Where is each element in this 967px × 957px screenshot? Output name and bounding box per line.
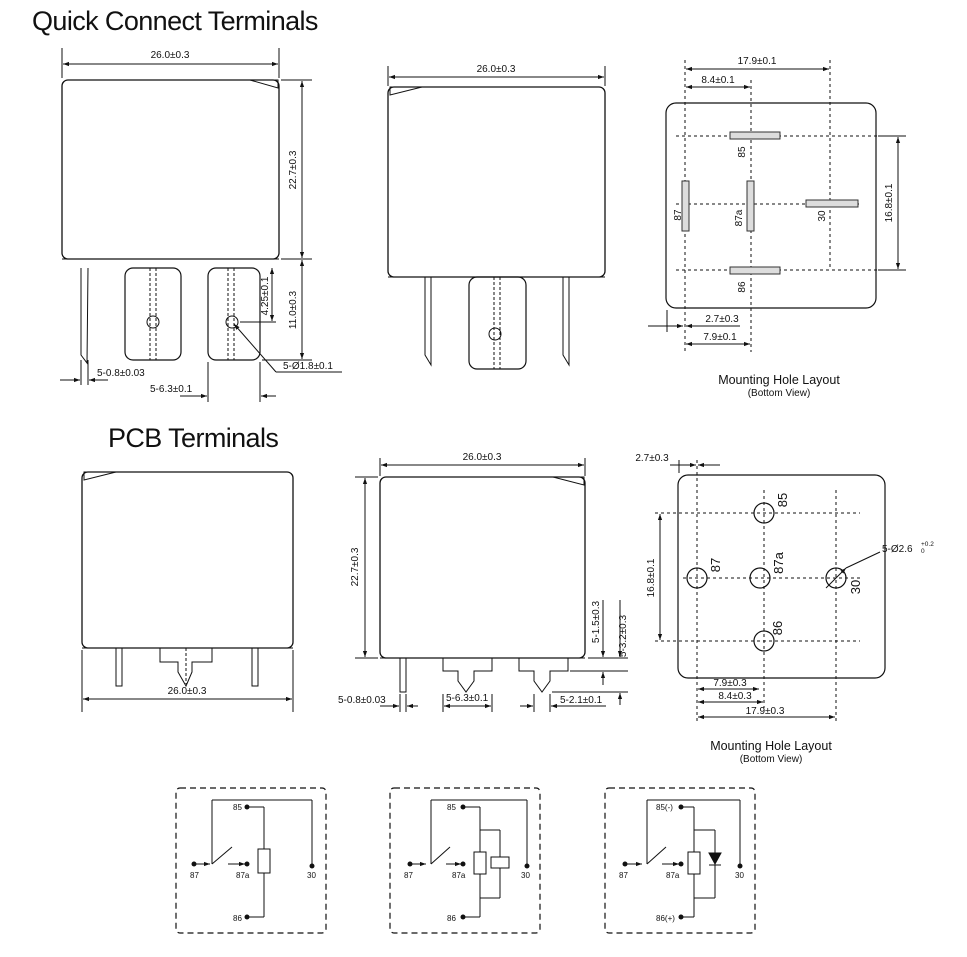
pcb-mounting-layout [655, 460, 886, 722]
s3-pin-86-pos: 86(+) [656, 914, 675, 923]
qc-pin-86: 86 [737, 281, 748, 293]
s1-pin-30: 30 [307, 871, 316, 880]
pcb-caption-sub: (Bottom View) [739, 754, 803, 765]
pcb-side-view [355, 458, 628, 712]
qc-mounting-caption: Mounting Hole Layout (Bottom View) [684, 374, 874, 400]
pcb-pin-30: 30 [848, 580, 863, 594]
pcb-pitch-8-4-label: 8.4±0.3 [718, 691, 752, 702]
s3-pin-87: 87 [619, 871, 628, 880]
pcb-width-label: 26.0±0.3 [168, 686, 207, 697]
pcb-width1-label: 5-6.3±0.1 [446, 693, 489, 704]
qc-side-view [387, 66, 606, 370]
qc-caption-sub: (Bottom View) [747, 388, 811, 399]
qc-front-view [60, 48, 342, 402]
pcb-pin-87: 87 [708, 558, 723, 572]
pcb-pitch-7-9-label: 7.9±0.3 [713, 678, 747, 689]
pcb-pitch-16-8-label: 16.8±0.1 [646, 558, 657, 597]
s2-pin-85: 85 [447, 803, 456, 812]
pcb-3-2-label: 5-3.2±0.3 [618, 614, 629, 657]
s1-pin-87a: 87a [236, 871, 250, 880]
qc-caption-title: Mounting Hole Layout [718, 373, 840, 387]
schematic-diode [604, 787, 756, 934]
pcb-1-5-label: 5-1.5±0.3 [591, 600, 602, 643]
qc-pin-85: 85 [737, 146, 748, 158]
pcb-terminals-title: PCB Terminals [108, 423, 279, 453]
qc-pin-87: 87 [673, 209, 684, 221]
pcb-hole-tol-zero: 0 [921, 548, 925, 555]
pcb-side-width-label: 26.0±0.3 [463, 452, 502, 463]
qc-side-width-label: 26.0±0.3 [477, 64, 516, 75]
pcb-thickness-label: 5-0.8±0.03 [338, 695, 386, 706]
qc-width-label: 26.0±0.3 [151, 50, 190, 61]
s1-pin-85: 85 [233, 803, 242, 812]
pcb-width2-label: 5-2.1±0.1 [560, 695, 603, 706]
qc-mounting-layout [648, 60, 906, 352]
qc-hole-offset-label: 4.25±0.1 [260, 276, 271, 315]
qc-pitch-16-8-label: 16.8±0.1 [884, 183, 895, 222]
s2-pin-87: 87 [404, 871, 413, 880]
qc-pitch-8-4-label: 8.4±0.1 [701, 75, 735, 86]
qc-height-label: 22.7±0.3 [288, 150, 299, 189]
pcb-pin-85: 85 [775, 493, 790, 507]
schematic-standard [175, 787, 327, 934]
qc-pitch-7-9-label: 7.9±0.1 [703, 332, 737, 343]
pcb-caption-title: Mounting Hole Layout [710, 739, 832, 753]
pcb-front-view [81, 471, 294, 712]
qc-pin-30: 30 [817, 210, 828, 222]
qc-pitch-2-7-label: 2.7±0.3 [705, 314, 739, 325]
s3-pin-85-neg: 85(-) [656, 803, 673, 812]
pcb-hole-tol-plus: +0.2 [921, 541, 934, 548]
qc-hole-dia-label: 5-Ø1.8±0.1 [283, 361, 333, 372]
s2-pin-30: 30 [521, 871, 530, 880]
qc-pitch-17-9-label: 17.9±0.1 [738, 56, 777, 67]
pcb-pin-86: 86 [770, 621, 785, 635]
qc-terminal-length-label: 11.0±0.3 [288, 291, 299, 330]
s2-pin-86: 86 [447, 914, 456, 923]
qc-terminal-thickness-label: 5-0.8±0.03 [97, 368, 145, 379]
pcb-pitch-17-9-label: 17.9±0.3 [746, 706, 785, 717]
s1-pin-86: 86 [233, 914, 242, 923]
pcb-pitch-2-7-label: 2.7±0.3 [635, 453, 669, 464]
pcb-pin-87a: 87a [771, 551, 786, 573]
qc-terminal-width-label: 5-6.3±0.1 [150, 384, 193, 395]
s3-pin-30: 30 [735, 871, 744, 880]
s1-pin-87: 87 [190, 871, 199, 880]
s3-pin-87a: 87a [666, 871, 680, 880]
s2-pin-87a: 87a [452, 871, 466, 880]
schematic-resistor [389, 787, 541, 934]
quick-connect-title: Quick Connect Terminals [32, 6, 318, 36]
pcb-height-label: 22.7±0.3 [350, 547, 361, 586]
pcb-mounting-caption: Mounting Hole Layout (Bottom View) [676, 740, 866, 766]
qc-pin-87a: 87a [734, 209, 745, 226]
pcb-hole-dia-label: 5-Ø2.6 [882, 544, 913, 555]
